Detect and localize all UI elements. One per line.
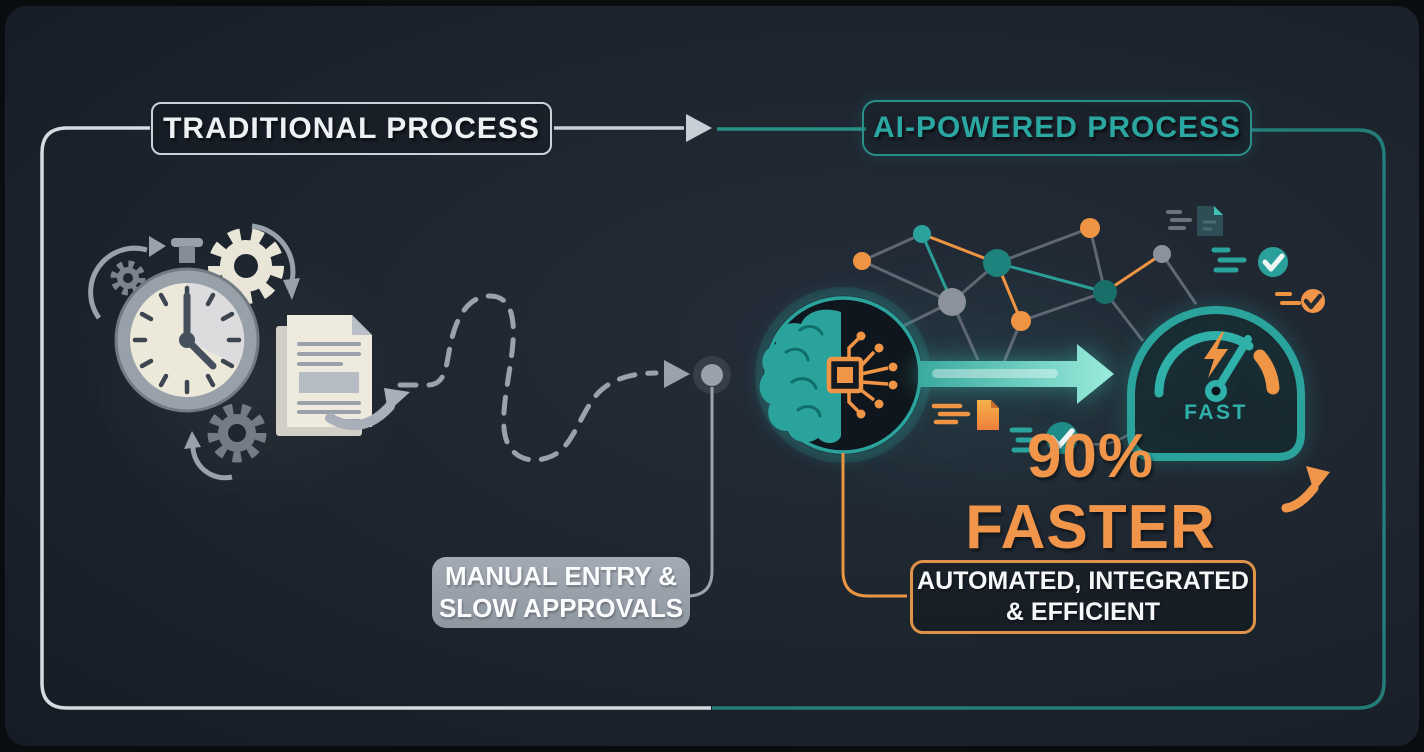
network-node [1153, 245, 1171, 263]
automated-connector [841, 453, 907, 598]
automated-caption-line2: & EFFICIENT [1005, 598, 1161, 626]
check-circle-orange-icon [1275, 289, 1325, 313]
chip-icon [826, 356, 864, 394]
handoff-arrow-icon [325, 388, 410, 431]
cycle-arrow-icon [88, 223, 296, 481]
frame-right-teal [712, 128, 1386, 710]
fast-document-icon [931, 400, 999, 430]
flow-arrowhead [686, 114, 712, 142]
manual-caption-box: MANUAL ENTRY & SLOW APPROVALS [432, 557, 690, 628]
speedometer-icon [1127, 306, 1305, 461]
check-circle-teal-top-icon [1211, 247, 1288, 277]
automated-caption-box: AUTOMATED, INTEGRATED & EFFICIENT [910, 560, 1256, 634]
growth-arrow-icon [1281, 466, 1330, 513]
gauge-label: FAST [1184, 401, 1248, 424]
lightning-icon [1204, 332, 1228, 378]
network-node [913, 225, 931, 243]
gear-large-icon [208, 228, 284, 304]
brain-half [759, 309, 841, 444]
process-node [693, 356, 731, 394]
manual-caption-line2: SLOW APPROVALS [438, 592, 684, 623]
flow-arrow-top [554, 114, 866, 142]
gear-small-icon [110, 260, 146, 296]
network-graph-icon [853, 218, 1198, 363]
traditional-title: TRADITIONAL PROCESS [163, 111, 540, 145]
traditional-process-label: TRADITIONAL PROCESS [151, 102, 552, 155]
frame-left-gray [40, 126, 711, 710]
network-node [1080, 218, 1100, 238]
dashed-path [397, 293, 690, 463]
paper-document-icon [276, 315, 372, 436]
gear-bottom-icon [207, 403, 267, 463]
network-node [938, 288, 966, 316]
ai-brain-chip-icon [755, 287, 931, 463]
manual-caption-line1: MANUAL ENTRY & [444, 561, 678, 592]
cycle-arrowheads [149, 236, 300, 449]
fast-file-icon [1166, 206, 1223, 236]
circuit-traces [847, 337, 889, 413]
node-connector [686, 387, 714, 598]
automated-caption-line1: AUTOMATED, INTEGRATED [917, 566, 1249, 595]
ai-title: AI-POWERED PROCESS [872, 111, 1242, 144]
network-node [1011, 311, 1031, 331]
network-node [1093, 280, 1117, 304]
ai-process-label: AI-POWERED PROCESS [862, 100, 1252, 156]
dashed-path-arrowhead [664, 360, 690, 388]
speed-metric: 90% FASTER [898, 422, 1283, 562]
speed-arrow-icon [918, 344, 1114, 404]
stopwatch-icon [114, 238, 260, 413]
network-node [853, 252, 871, 270]
network-node [983, 249, 1011, 277]
